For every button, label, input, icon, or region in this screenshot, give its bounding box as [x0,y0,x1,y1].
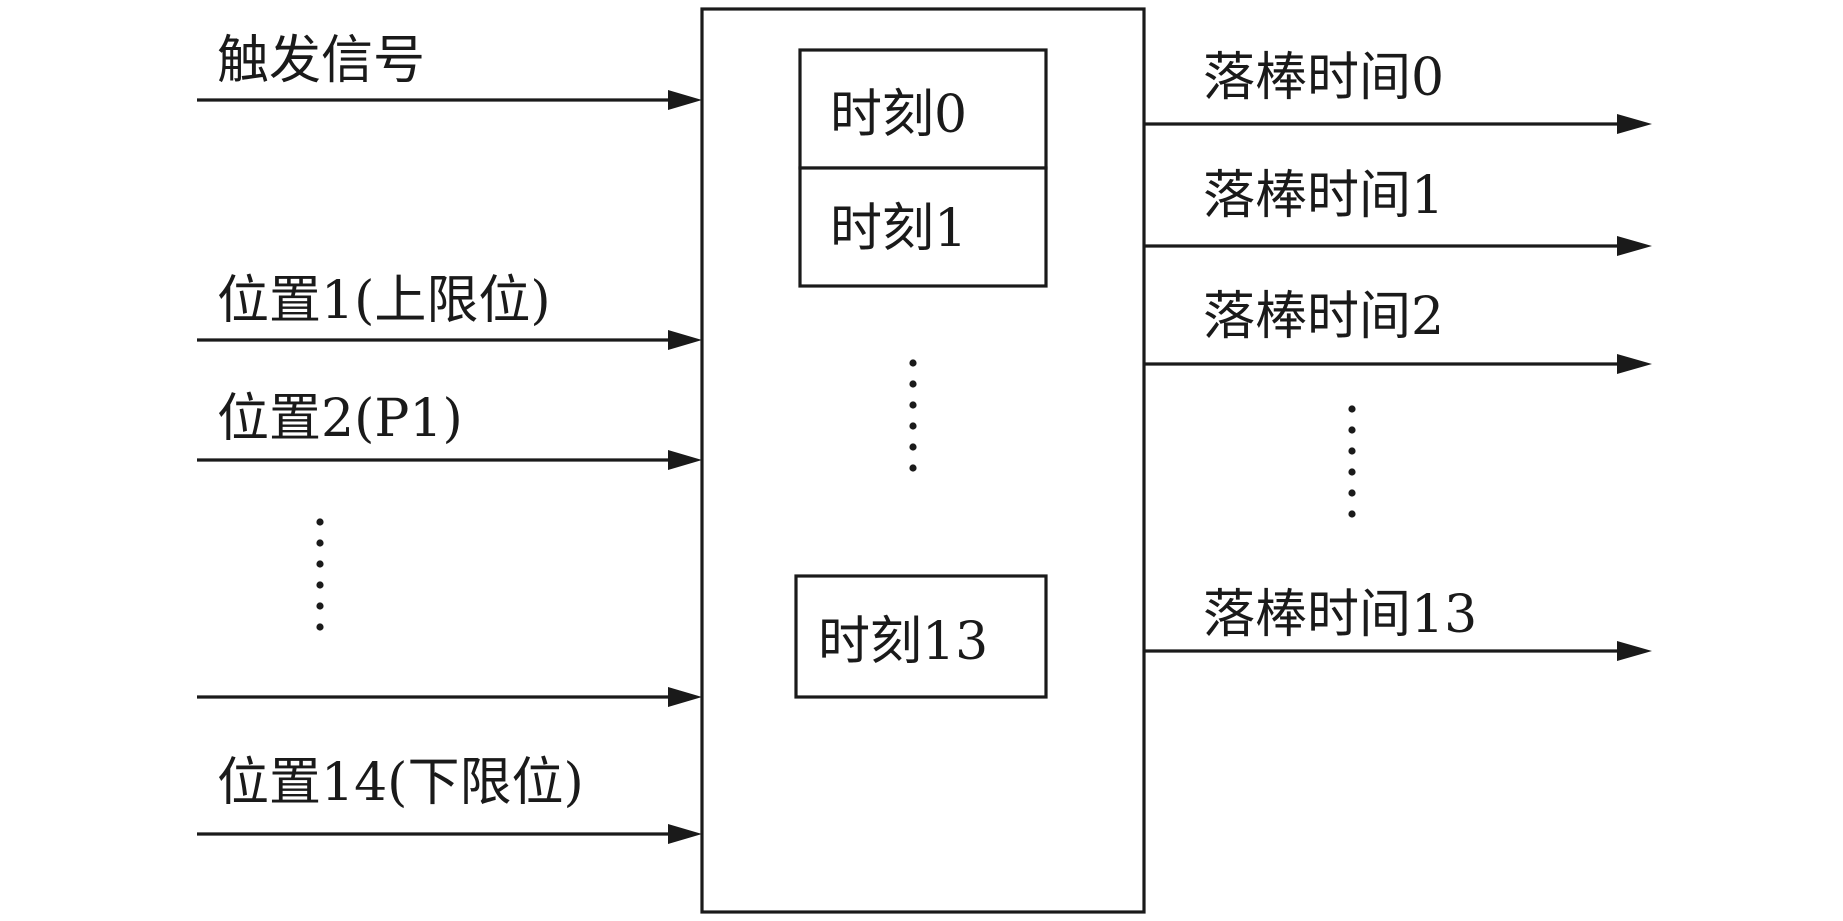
input-label-position-2: 位置2(P1) [217,389,463,449]
output-label-drop-time-1: 落棒时间1 [1203,166,1444,226]
input-arrow-position-2 [197,450,702,470]
register-label-time-13: 时刻13 [818,612,988,672]
register-label-time-0: 时刻0 [830,85,967,145]
register-box-time-1 [798,166,1048,288]
output-ellipsis [1348,405,1356,518]
output-arrow-drop-time-1 [1144,236,1652,256]
input-arrow-trigger [197,90,702,110]
input-arrow-position-13 [197,687,702,707]
input-arrow-position-1 [197,330,702,350]
output-arrow-drop-time-2 [1144,354,1652,374]
output-label-drop-time-13: 落棒时间13 [1203,585,1477,645]
register-box-time-13 [794,574,1048,699]
input-label-position-14: 位置14(下限位) [217,753,584,813]
input-label-position-1: 位置1(上限位) [217,271,551,331]
input-label-trigger: 触发信号 [217,31,425,91]
output-label-drop-time-2: 落棒时间2 [1203,287,1444,347]
output-arrow-drop-time-13 [1144,641,1652,661]
output-arrow-drop-time-0 [1144,114,1652,134]
input-ellipsis [316,518,324,631]
register-box-time-0 [798,48,1048,170]
register-ellipsis [909,359,917,472]
output-label-drop-time-0: 落棒时间0 [1203,48,1444,108]
register-stack: 时刻0 时刻1 [798,48,1048,288]
input-arrow-position-14 [197,824,702,844]
register-label-time-1: 时刻1 [830,199,967,259]
